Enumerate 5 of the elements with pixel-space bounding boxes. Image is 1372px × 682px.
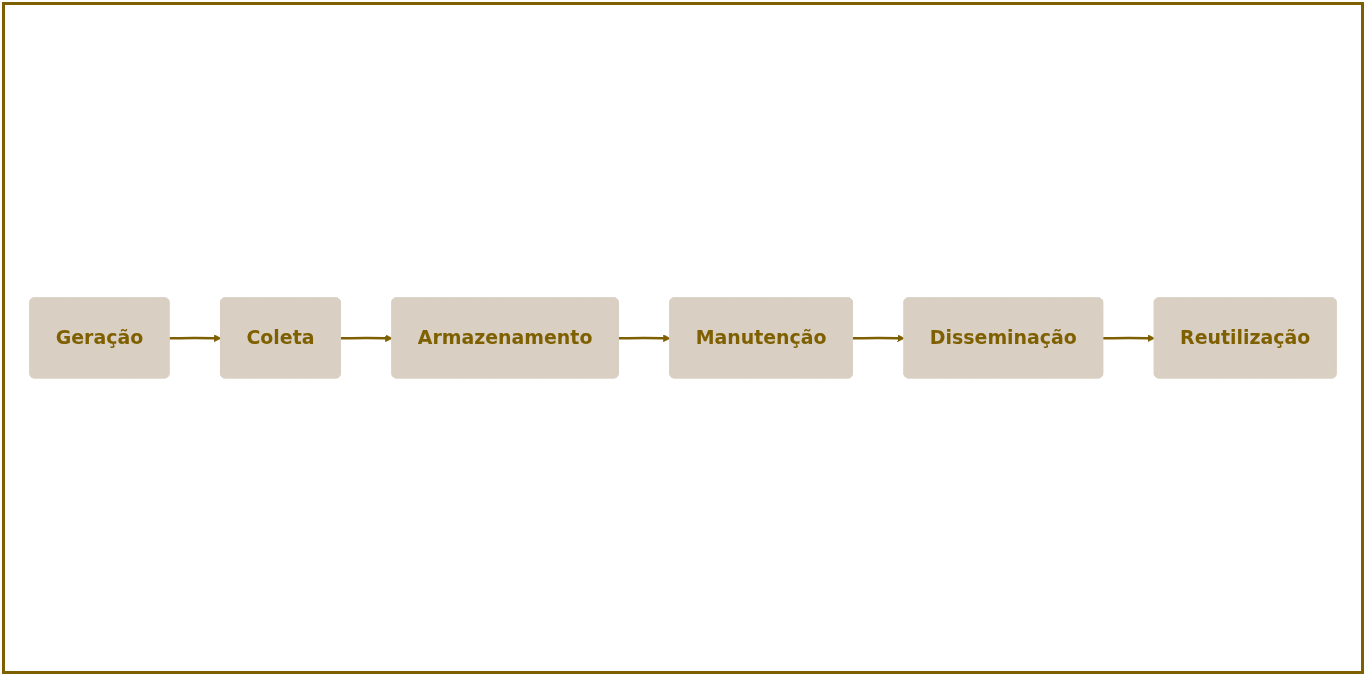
arrow bbox=[852, 334, 905, 343]
arrow bbox=[618, 334, 671, 343]
arrow bbox=[169, 334, 222, 343]
arrow bbox=[1103, 334, 1156, 343]
arrow bbox=[340, 334, 393, 343]
